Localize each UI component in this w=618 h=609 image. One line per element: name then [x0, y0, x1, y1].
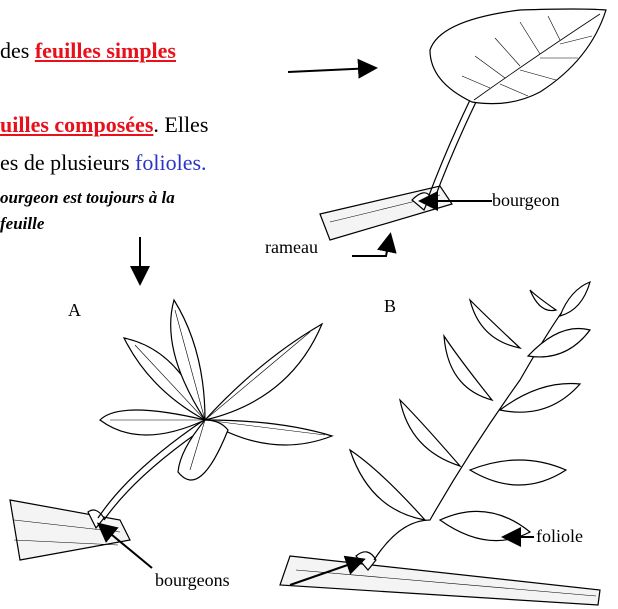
- text-line-simple-prefix: des: [0, 38, 35, 63]
- text-line-composees: uilles composées. Elles: [0, 112, 208, 138]
- text-line-composees-suffix: . Elles: [153, 112, 208, 137]
- label-bourgeon: bourgeon: [492, 190, 560, 211]
- text-note-line-2: feuille: [0, 214, 44, 234]
- term-feuilles-composees: uilles composées: [0, 112, 153, 137]
- term-folioles: folioles.: [135, 150, 207, 175]
- term-feuilles-simples: feuilles simples: [35, 38, 176, 63]
- simple-leaf-drawing: [320, 9, 606, 240]
- text-line-folioles: es de plusieurs folioles.: [0, 150, 207, 176]
- label-rameau: rameau: [265, 237, 318, 258]
- label-bourgeons: bourgeons: [155, 570, 230, 591]
- text-line-folioles-prefix: es de plusieurs: [0, 150, 135, 175]
- label-panel-a: A: [68, 300, 81, 321]
- compound-leaf-b-drawing: [280, 282, 600, 605]
- text-note-line-1: ourgeon est toujours à la: [0, 188, 175, 208]
- compound-leaf-a-drawing: [10, 300, 332, 560]
- label-panel-b: B: [384, 296, 396, 317]
- text-line-simple: des feuilles simples: [0, 38, 176, 64]
- rameau-arrow: [352, 236, 390, 256]
- label-foliole: foliole: [536, 526, 583, 547]
- arrow-to-simple-leaf: [288, 68, 374, 72]
